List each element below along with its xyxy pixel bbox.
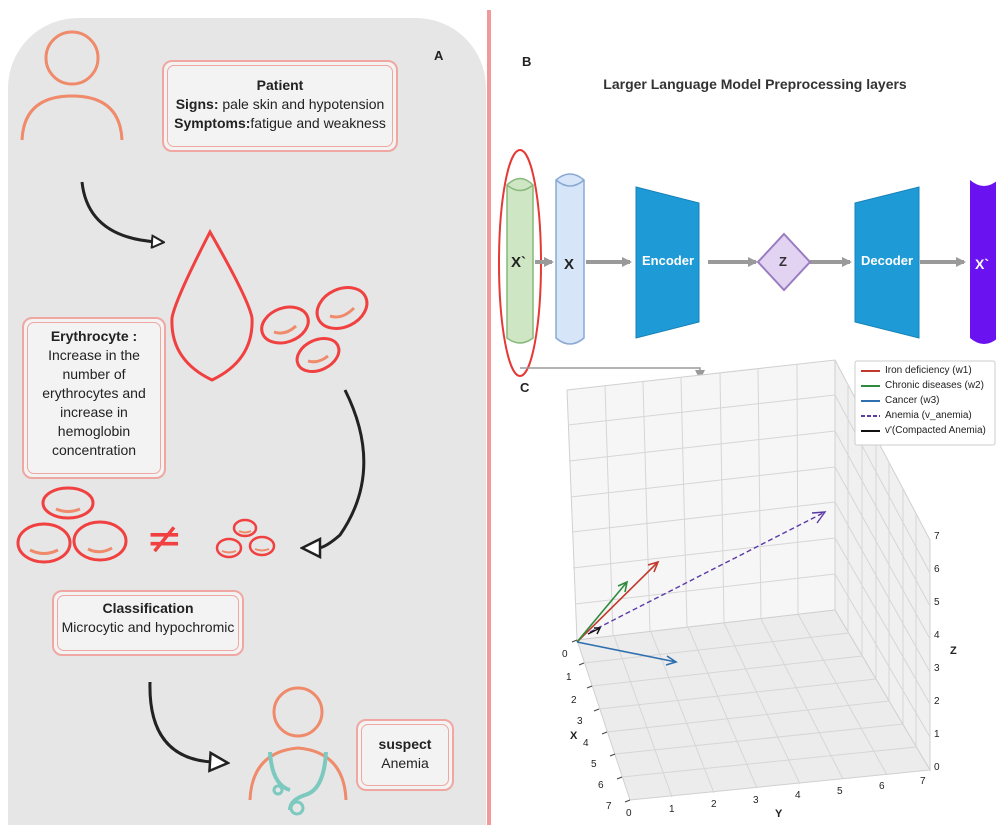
x-tick-7: 7 [606, 801, 612, 812]
flow-arrow-1 [80, 181, 158, 242]
y-axis-label: Y [775, 808, 783, 820]
y-tick-4: 4 [795, 790, 801, 801]
x-tick-1: 1 [566, 672, 572, 683]
node-label-decoder: Decoder [861, 253, 914, 268]
panel-b-title: Larger Language Model Preprocessing laye… [603, 76, 907, 92]
node-label-x: X [564, 256, 575, 273]
panel-b-label: B [522, 54, 532, 69]
z-tick-6: 6 [934, 564, 940, 575]
input-x-prime-cylinder [506, 177, 534, 344]
node-label-output-x-prime: X` [975, 256, 989, 272]
legend-label-iron: Iron deficiency (w1) [885, 365, 972, 376]
node-label-x-prime: X` [511, 254, 526, 271]
x-tick-2: 2 [571, 695, 577, 706]
z-tick-3: 3 [934, 663, 940, 674]
panel-a-label: A [434, 48, 444, 63]
panel-divider [487, 10, 491, 825]
y-tick-5: 5 [837, 786, 843, 797]
erythrocyte-title: Erythrocyte : [50, 328, 138, 344]
suspect-title: suspect [378, 736, 432, 752]
legend-label-compacted: v'(Compacted Anemia) [885, 425, 986, 436]
symptoms-label: Symptoms: [174, 115, 251, 131]
y-tick-0: 0 [626, 808, 632, 819]
z-tick-2: 2 [934, 696, 940, 707]
y-tick-1: 1 [669, 804, 675, 815]
plot-gridlines [567, 363, 931, 798]
red-blood-cells-icon [260, 286, 369, 373]
latent-z-diamond [756, 232, 812, 292]
z-axis-label: Z [950, 645, 957, 657]
input-x-cylinder [555, 173, 585, 345]
suspect-text: Anemia [381, 755, 429, 771]
flow-arrow-2 [318, 389, 366, 548]
node-label-encoder: Encoder [642, 253, 695, 268]
plot-back-wall-left [566, 359, 836, 641]
x-tick-4: 4 [583, 738, 589, 749]
legend-label-chronic: Chronic diseases (w2) [885, 380, 984, 391]
y-tick-2: 2 [711, 799, 717, 810]
blood-drop-icon [170, 228, 254, 382]
decoder-block [854, 186, 920, 339]
signs-text: pale skin and hypotension [218, 96, 385, 112]
encoder-block [635, 186, 700, 339]
vector-cancer [576, 641, 678, 666]
erythrocyte-info-box: Erythrocyte : Increase in the number of … [22, 317, 166, 479]
classification-box: Classification Microcytic and hypochromi… [52, 590, 244, 656]
flow-arrow-3 [148, 681, 212, 762]
x-axis-label: X [570, 730, 578, 742]
plot-floor [576, 609, 931, 801]
vector-anemia [589, 511, 827, 633]
doctor-icon [248, 686, 348, 816]
y-tick-3: 3 [753, 795, 759, 806]
classification-title: Classification [102, 600, 194, 616]
microcytic-erythrocytes-icon [215, 518, 276, 559]
normal-erythrocytes-icon [16, 486, 128, 564]
z-tick-7: 7 [934, 531, 940, 542]
not-equal-symbol: ≠ [146, 513, 183, 564]
node-label-z: Z [779, 254, 787, 269]
suspect-box: suspect Anemia [356, 719, 454, 791]
patient-info-box: Patient Signs: pale skin and hypotension… [162, 60, 398, 152]
x-tick-5: 5 [591, 759, 597, 770]
symptoms-text: fatigue and weakness [250, 115, 386, 131]
vector-chronic-diseases [576, 580, 629, 643]
legend-label-anemia: Anemia (v_anemia) [885, 410, 972, 421]
x-axis-tick-marks [571, 639, 631, 803]
legend-box [854, 360, 996, 446]
x-tick-3: 3 [577, 716, 583, 727]
patient-person-icon [20, 30, 124, 141]
signs-label: Signs: [175, 96, 219, 112]
legend-label-cancer: Cancer (w3) [885, 395, 940, 406]
x-tick-6: 6 [598, 780, 604, 791]
x-tick-0: 0 [562, 649, 568, 660]
output-x-prime-cylinder [970, 180, 996, 344]
y-tick-7: 7 [920, 776, 926, 787]
patient-title: Patient [256, 77, 304, 93]
z-tick-4: 4 [934, 630, 940, 641]
vector-compacted-anemia [587, 627, 602, 635]
classification-text: Microcytic and hypochromic [61, 619, 235, 635]
z-tick-5: 5 [934, 597, 940, 608]
vector-iron-deficiency [576, 560, 660, 643]
z-tick-0: 0 [934, 762, 940, 773]
erythrocyte-text: Increase in the number of erythrocytes a… [42, 347, 146, 458]
z-tick-1: 1 [934, 729, 940, 740]
panel-c-label: C [520, 380, 530, 395]
y-tick-6: 6 [879, 781, 885, 792]
